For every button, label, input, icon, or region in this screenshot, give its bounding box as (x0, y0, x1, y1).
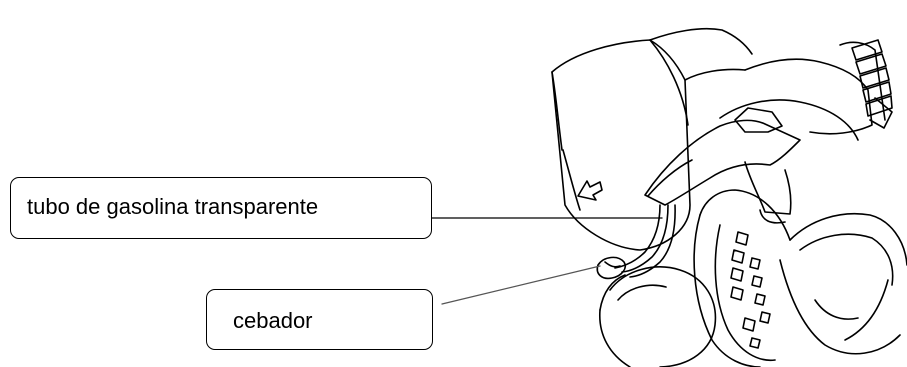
primer-callout: cebador (206, 289, 433, 350)
engine-top-cover (719, 41, 886, 141)
air-filter-housing (551, 27, 753, 251)
fuel-line-label: tubo de gasolina transparente (27, 194, 319, 219)
round-housing-bottom (599, 266, 717, 367)
fuel-line-callout: tubo de gasolina transparente (10, 177, 432, 239)
primer-label: cebador (233, 308, 313, 333)
engine-frame (693, 189, 907, 367)
carburetor-body (644, 107, 801, 224)
direction-arrow (577, 180, 603, 201)
frame-slots (730, 231, 771, 349)
primer-bulb (596, 256, 627, 280)
primer-leader (441, 265, 601, 305)
cooling-fins-top (851, 39, 893, 129)
fuel-lines (614, 204, 676, 278)
